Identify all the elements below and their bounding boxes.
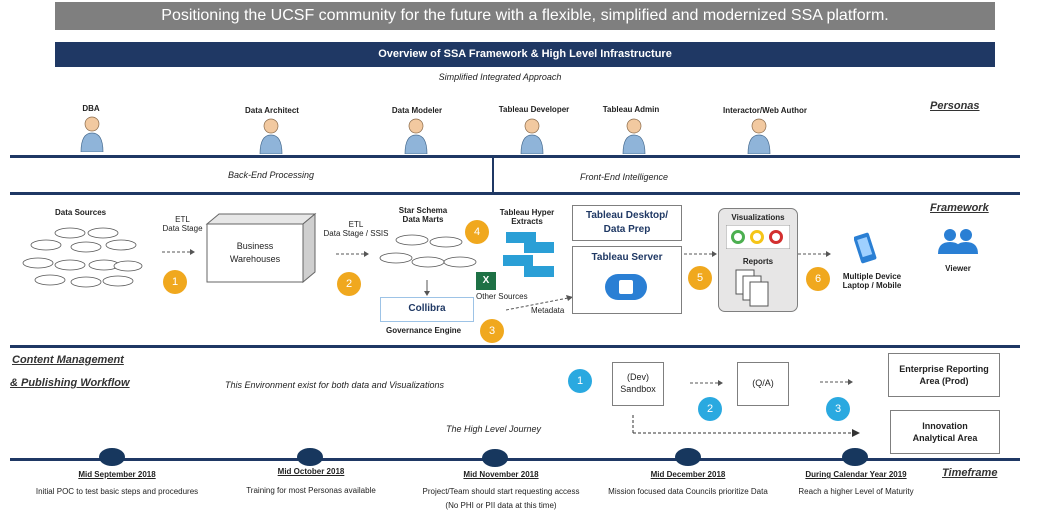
- persona-label-dba: DBA: [82, 104, 100, 113]
- persona-icon-data-modeler: [404, 118, 428, 154]
- milestone-date-3: Mid November 2018: [463, 470, 539, 479]
- arrow-to-visualizations: [684, 251, 717, 257]
- timeframe-heading: Timeframe: [942, 467, 998, 479]
- milestone-dot-5: [842, 448, 868, 466]
- hyper-extract-3: [503, 255, 533, 266]
- milestone-desc-1: Initial POC to test basic steps and proc…: [35, 487, 199, 496]
- server-chip-icon: [605, 274, 647, 300]
- step-circle-1: 1: [163, 270, 187, 294]
- persona-label-interactor: Interactor/Web Author: [722, 106, 807, 115]
- arrow-sandbox-to-innovation: [632, 415, 860, 437]
- persona-label-tableau-developer: Tableau Developer: [498, 105, 570, 114]
- persona-label-data-modeler: Data Modeler: [391, 106, 443, 115]
- separator-framework: [10, 345, 1020, 348]
- reports-label: Reports: [742, 257, 774, 266]
- persona-icon-interactor: [747, 118, 771, 154]
- hyper-extract-2: [524, 242, 554, 253]
- overview-title: Overview of SSA Framework & High Level I…: [55, 42, 995, 67]
- data-sources-label: Data Sources: [55, 208, 107, 217]
- back-end-label: Back-End Processing: [228, 170, 315, 180]
- environment-note: This Environment exist for both data and…: [225, 380, 444, 390]
- milestone-desc-4: Mission focused data Councils prioritize…: [608, 487, 768, 496]
- persona-label-data-architect: Data Architect: [245, 106, 299, 115]
- step-circle-2: 2: [337, 272, 361, 296]
- metadata-label: Metadata: [531, 306, 565, 315]
- viewer-label: Viewer: [945, 264, 971, 273]
- business-warehouses-cube: [205, 212, 317, 284]
- arrow-etl-1: [162, 249, 195, 255]
- subtitle: Simplified Integrated Approach: [438, 72, 562, 82]
- hyper-extract-4: [524, 266, 554, 277]
- content-heading-2: & Publishing Workflow: [10, 377, 130, 389]
- processing-divider: [492, 158, 494, 192]
- milestone-date-1: Mid September 2018: [78, 470, 156, 479]
- step-circle-4: 4: [465, 220, 489, 244]
- milestone-desc-5: Reach a higher Level of Maturity: [798, 487, 914, 496]
- visualizations-label: Visualizations: [731, 213, 785, 222]
- etl-label-2: ETL Data Stage / SSIS: [323, 220, 389, 238]
- banner: Positioning the UCSF community for the f…: [55, 2, 995, 30]
- personas-heading: Personas: [930, 100, 980, 112]
- hyper-extract-1: [506, 232, 536, 243]
- excel-icon: X: [476, 272, 496, 290]
- content-step-2: 2: [698, 397, 722, 421]
- front-end-label: Front-End Intelligence: [580, 172, 669, 182]
- persona-icon-dba: [80, 116, 104, 152]
- timeline-line: [10, 458, 1020, 461]
- arrow-to-qa: [690, 380, 723, 386]
- content-heading-1: Content Management: [12, 354, 124, 366]
- arrow-to-collibra: [424, 280, 430, 296]
- framework-heading: Framework: [930, 202, 989, 214]
- database-cluster-icon: [22, 227, 143, 288]
- content-step-1: 1: [568, 369, 592, 393]
- qa-box: (Q/A): [737, 362, 789, 406]
- other-sources-label: Other Sources: [476, 292, 528, 301]
- milestone-dot-2: [297, 448, 323, 466]
- persona-icon-tableau-admin: [622, 118, 646, 154]
- milestone-date-2: Mid October 2018: [277, 467, 345, 476]
- persona-icon-tableau-developer: [520, 118, 544, 154]
- multiple-device-label: Multiple Device Laptop / Mobile: [842, 272, 902, 290]
- milestone-dot-4: [675, 448, 701, 466]
- mobile-device-icon: [854, 232, 877, 264]
- milestone-dot-1: [99, 448, 125, 466]
- star-schema-label: Star Schema Data Marts: [398, 206, 448, 224]
- persona-icon-data-architect: [259, 118, 283, 154]
- milestone-desc-2: Training for most Personas available: [246, 486, 376, 495]
- separator-processing: [10, 192, 1020, 195]
- milestone-desc-3: Project/Team should start requesting acc…: [422, 487, 580, 510]
- arrow-etl-2: [336, 251, 369, 257]
- collibra-box: Collibra: [380, 297, 474, 322]
- business-warehouses-label: Business Warehouses: [229, 241, 281, 264]
- content-step-3: 3: [826, 397, 850, 421]
- enterprise-reporting-box: Enterprise Reporting Area (Prod): [888, 353, 1000, 397]
- step-circle-3: 3: [480, 319, 504, 343]
- viewer-icon: [938, 229, 978, 254]
- milestone-date-5: During Calendar Year 2019: [805, 470, 907, 479]
- milestone-dot-3: [482, 449, 508, 467]
- persona-label-tableau-admin: Tableau Admin: [602, 105, 660, 114]
- journey-label: The High Level Journey: [446, 424, 542, 434]
- arrow-metadata: [506, 295, 573, 311]
- reports-stack-icon: [735, 269, 769, 307]
- milestone-date-4: Mid December 2018: [650, 470, 726, 479]
- separator-personas: [10, 155, 1020, 158]
- tableau-desktop-box: Tableau Desktop/ Data Prep: [572, 205, 682, 241]
- sandbox-box: (Dev) Sandbox: [612, 362, 664, 406]
- step-circle-5: 5: [688, 266, 712, 290]
- arrow-to-enterprise: [820, 379, 853, 385]
- governance-label: Governance Engine: [386, 326, 462, 335]
- innovation-box: Innovation Analytical Area: [890, 410, 1000, 454]
- star-schema-db-icon: [379, 234, 477, 268]
- tableau-hyper-label: Tableau Hyper Extracts: [499, 208, 555, 226]
- etl-label-1: ETL Data Stage: [162, 215, 203, 233]
- gauge-chart-icons: [726, 225, 790, 249]
- tableau-server-label: Tableau Server: [591, 252, 663, 263]
- arrow-to-devices: [798, 251, 831, 257]
- step-circle-6: 6: [806, 267, 830, 291]
